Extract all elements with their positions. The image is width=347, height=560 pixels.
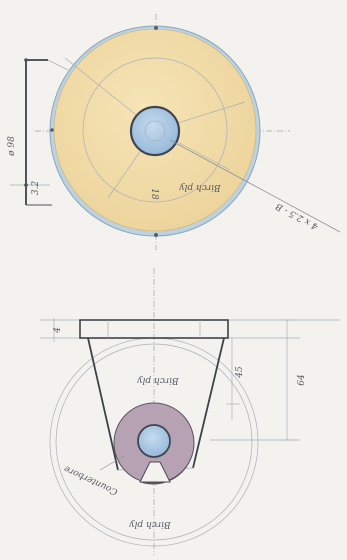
- rim-mark-left: [50, 128, 54, 132]
- dim-height-label: ø 98: [7, 136, 17, 157]
- wheel-material-label: Birch ply: [178, 182, 221, 192]
- dim-small-label: 3.2: [31, 181, 41, 196]
- top-view: ø 98 3.2 Birch ply 18 4 x 2.5 - B: [7, 14, 341, 250]
- dim-top-left-label: 4: [53, 327, 63, 334]
- mounting-plate: [79, 319, 229, 339]
- rim-mark-top: [154, 26, 158, 30]
- leader-note-label: 4 x 2.5 - B: [274, 200, 321, 231]
- counterbore-leader: [99, 455, 125, 471]
- fork-material-label: Birch ply: [136, 375, 179, 385]
- height-dimension: [10, 58, 69, 206]
- bore-inner-circle: [144, 120, 166, 142]
- fork-right-leg: [192, 337, 225, 469]
- wheel-center-label: 18: [149, 188, 159, 200]
- side-wheel-inner: [55, 343, 253, 541]
- axle-bore: [129, 105, 181, 157]
- counterbore-note-label: Counterbore: [63, 463, 120, 497]
- side-small-dimension: [226, 338, 240, 420]
- dim-right-height-label: 64: [297, 374, 307, 386]
- side-height-dimension: [280, 319, 295, 441]
- hub-slot: [139, 461, 171, 483]
- leader-line: [169, 139, 341, 233]
- rim-mark-bottom: [154, 233, 158, 237]
- dim-right-small-label: 45: [235, 366, 245, 379]
- wheel-side-material-label: Birch ply: [128, 519, 171, 529]
- side-axle-bore: [137, 424, 171, 458]
- side-view: 4 64 45 Birch ply Birch ply Counterbore: [40, 268, 340, 555]
- fork-left-leg: [87, 337, 119, 471]
- construction-circle: [82, 57, 228, 203]
